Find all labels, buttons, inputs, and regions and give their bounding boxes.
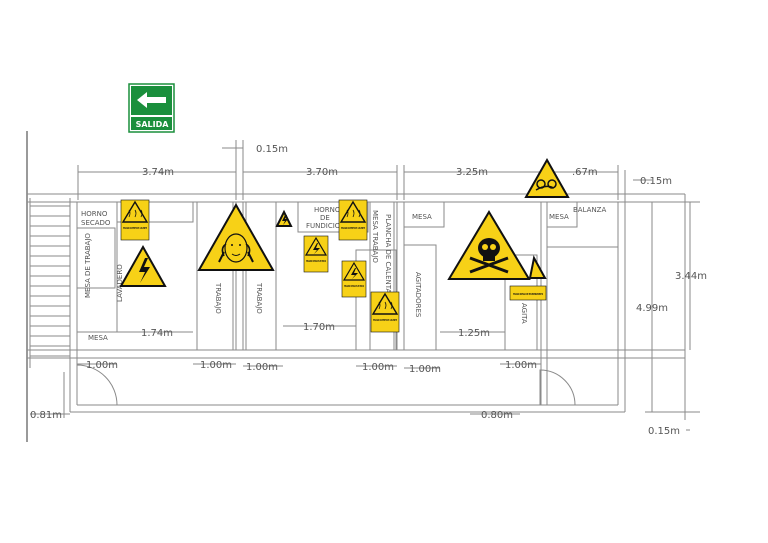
room-horno-secado-2: SECADO	[81, 219, 111, 227]
dim-081: 0.81m	[30, 410, 62, 421]
room-mesa-mid: MESA	[412, 213, 432, 221]
sign-hot-surface-1: PELIGRO SUPERFICIE CALIENTE	[123, 226, 147, 230]
hand-crush-warning-icon	[524, 157, 570, 198]
room-mesa-trabajo-2: MESA TRABAJO	[371, 210, 379, 263]
high-voltage-warning-icon: PELIGRO RIESGO ELECTRICO	[341, 260, 367, 298]
exit-label: SALIDA	[136, 120, 170, 129]
dim-370: 3.70m	[306, 167, 338, 178]
dim-100-c: 1.00m	[246, 362, 278, 373]
room-horno-fundicion: HORNO	[314, 206, 341, 214]
room-plancha: PLANCHA DE CALENTAR	[384, 214, 392, 298]
room-trabajo-2: TRABAJO	[255, 282, 263, 314]
sign-electric-2: PELIGRO RIESGO ELECTRICO	[344, 284, 364, 288]
dim-174: 1.74m	[141, 328, 173, 339]
sign-electric-1: PELIGRO RIESGO ELECTRICO	[306, 259, 326, 263]
dim-100-b: 1.00m	[200, 360, 232, 371]
exit-sign: SALIDA	[128, 83, 175, 133]
dim-067: .67m	[572, 167, 598, 178]
room-agitadores: AGITADORES	[414, 272, 422, 318]
room-mesa-right: MESA	[549, 213, 569, 221]
hot-surface-warning-icon: PELIGRO SUPERFICIE CALIENTE	[120, 199, 150, 241]
room-labels: HORNO SECADO MESA DE TRABAJO LAVADERO ME…	[81, 206, 606, 342]
dim-100-a: 1.00m	[86, 360, 118, 371]
dimension-lines	[30, 140, 700, 431]
room-agita: AGITA	[520, 303, 528, 324]
hot-surface-warning-icon: PELIGRO SUPERFICIE CALIENTE	[338, 199, 368, 241]
sign-hot-surface-2: PELIGRO SUPERFICIE CALIENTE	[341, 226, 365, 230]
room-balanza: BALANZA	[573, 206, 606, 214]
dim-015-bottom: 0.15m	[648, 426, 680, 437]
high-voltage-warning-icon	[119, 244, 167, 287]
room-horno-fundicion-3: FUNDICION	[306, 222, 346, 230]
high-voltage-warning-icon	[275, 209, 293, 227]
dim-325: 3.25m	[456, 167, 488, 178]
hot-surface-warning-icon: PELIGRO SUPERFICIE CALIENTE	[370, 291, 400, 333]
warning-partial-icon	[528, 255, 547, 279]
dim-100-d: 1.00m	[362, 362, 394, 373]
dim-100-f: 1.00m	[505, 360, 537, 371]
dim-499: 4.99m	[636, 303, 668, 314]
room-horno-fundicion-2: DE	[320, 214, 330, 222]
dim-344: 3.44m	[675, 271, 707, 282]
dim-170: 1.70m	[303, 322, 335, 333]
arrow-left-icon	[137, 92, 166, 108]
dimension-labels: 3.74m 0.15m 3.70m 3.25m .67m 0.15m 3.44m…	[30, 144, 707, 437]
dim-100-e: 1.00m	[409, 364, 441, 375]
skull-crossbones-warning-icon	[447, 210, 531, 280]
room-lavadero: LAVADERO	[116, 264, 124, 302]
room-mesa-left: MESA	[88, 334, 108, 342]
dim-374: 3.74m	[142, 167, 174, 178]
room-horno-secado: HORNO	[81, 210, 108, 218]
high-voltage-warning-icon: PELIGRO RIESGO ELECTRICO	[303, 235, 329, 273]
sign-hot-surface-3: PELIGRO SUPERFICIE CALIENTE	[373, 318, 397, 322]
hearing-noise-warning-icon	[197, 202, 275, 271]
poison-label: PELIGRO RIESGO DE ENVENENAMIENTO	[509, 285, 547, 301]
room-mesa-trabajo: MESA DE TRABAJO	[84, 233, 92, 298]
stairs	[29, 198, 71, 368]
room-trabajo-1: TRABAJO	[214, 282, 222, 314]
dim-015-top: 0.15m	[256, 144, 288, 155]
dim-015-right: 0.15m	[640, 176, 672, 187]
dim-080: 0.80m	[481, 410, 513, 421]
sign-poison: PELIGRO RIESGO DE ENVENENAMIENTO	[513, 292, 543, 296]
dim-125: 1.25m	[458, 328, 490, 339]
